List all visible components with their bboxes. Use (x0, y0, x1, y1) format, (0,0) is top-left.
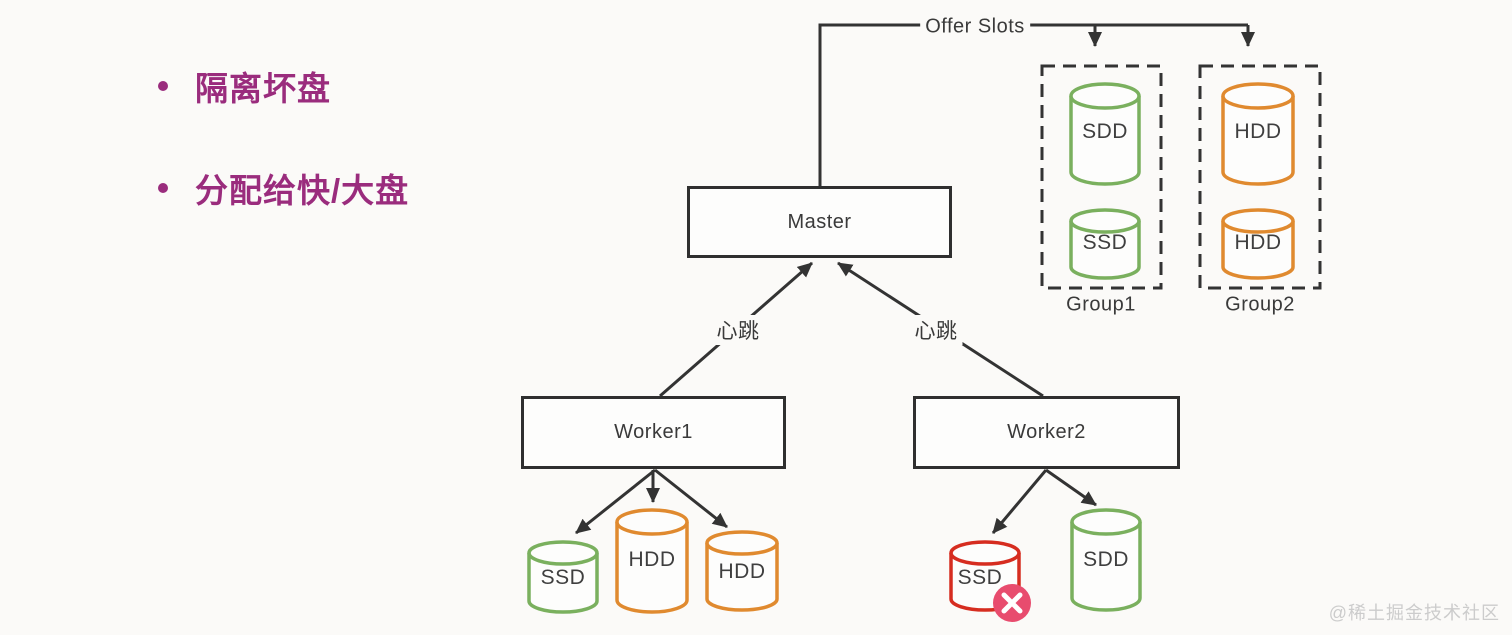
group2-disk-hdd2-cylinder (1221, 208, 1295, 280)
x-icon (1001, 592, 1023, 614)
worker2-arrow-ssd (991, 469, 1048, 534)
worker1-disk-ssd-label: SSD (540, 566, 586, 589)
worker1-disk-hdd2-cylinder (705, 530, 779, 612)
group1-label: Group1 (1066, 293, 1136, 316)
group1-disk-ssd-cylinder (1069, 208, 1141, 280)
group2-disk-hdd1-label: HDD (1234, 120, 1282, 143)
group1-disk-ssd-label: SSD (1082, 231, 1128, 254)
group2-dashed-box (1198, 64, 1322, 290)
worker1-disk-hdd1-label: HDD (628, 548, 676, 571)
bullet-dot-icon (158, 81, 168, 91)
worker2-disk-ssd-label: SSD (957, 566, 1003, 589)
bullet-item-allocate-fast-large-disks: 分配给快/大盘 (158, 164, 409, 212)
worker2-label: Worker2 (1007, 421, 1086, 443)
master-node-box: Master (687, 186, 952, 258)
offer-slots-connector-line (818, 23, 1248, 186)
worker2-arrow-sdd (1045, 468, 1097, 507)
bullet-label: 隔离坏盘 (195, 70, 331, 107)
bullet-label: 分配给快/大盘 (195, 172, 410, 209)
group1-disk-sdd-cylinder (1069, 82, 1141, 186)
worker1-disk-ssd-cylinder (527, 540, 599, 614)
group1-disk-sdd-label: SDD (1082, 120, 1128, 143)
worker1-node-box: Worker1 (521, 396, 786, 469)
offer-slots-label: Offer Slots (920, 15, 1030, 39)
heartbeat-label-right: 心跳 (909, 315, 963, 345)
watermark-text: @稀土掘金技术社区 (1328, 603, 1500, 623)
heartbeat-label-left: 心跳 (711, 315, 765, 345)
worker1-arrow-ssd (575, 468, 656, 535)
worker1-label: Worker1 (614, 421, 693, 443)
worker2-disk-sdd-label: SDD (1083, 548, 1129, 571)
worker1-disk-hdd1-cylinder (615, 508, 689, 614)
worker1-arrow-hdd2 (654, 468, 728, 529)
master-label: Master (787, 210, 852, 233)
worker2-disk-sdd-cylinder (1070, 508, 1142, 612)
group2-disk-hdd2-label: HDD (1234, 231, 1282, 254)
group2-disk-hdd1-cylinder (1221, 82, 1295, 186)
worker1-disk-hdd2-label: HDD (718, 560, 766, 583)
worker2-node-box: Worker2 (913, 396, 1180, 469)
failed-x-badge (993, 584, 1031, 622)
bullet-item-isolate-bad-disks: 隔离坏盘 (158, 62, 331, 110)
bullet-dot-icon (158, 183, 168, 193)
group2-label: Group2 (1225, 293, 1295, 316)
group1-dashed-box (1040, 64, 1163, 290)
